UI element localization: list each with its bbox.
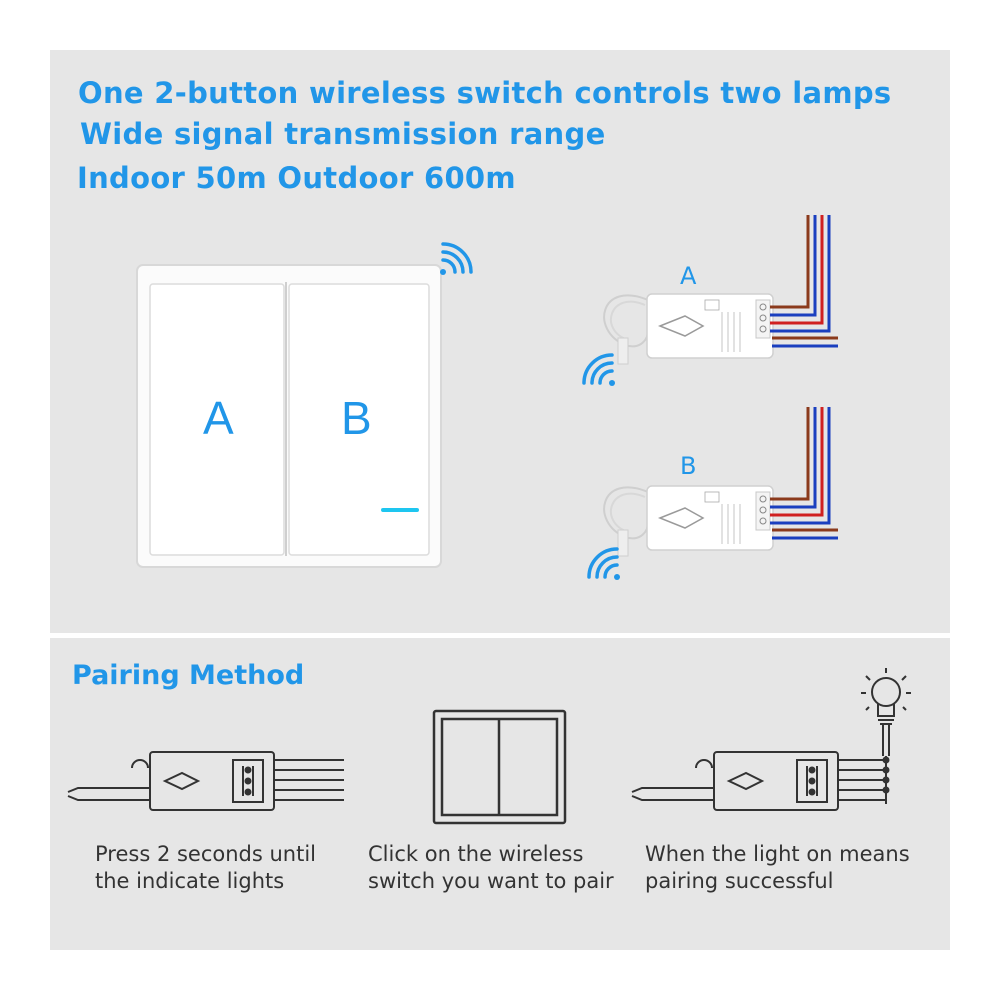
- receiver-b-label: B: [680, 452, 697, 480]
- wall-switch-icon: [432, 709, 567, 825]
- switch-key-b-label: B: [341, 392, 372, 444]
- receiver-module-icon: [631, 724, 890, 811]
- step-2-line-2: switch you want to pair: [368, 869, 614, 893]
- wifi-signal-icon: [440, 242, 473, 275]
- wifi-signal-icon: [587, 547, 620, 580]
- receiver-module-a: [603, 215, 838, 365]
- switch-key-a: [149, 283, 285, 556]
- receiver-a-label: A: [680, 262, 697, 290]
- step-2-caption: Click on the wireless switch you want to…: [368, 841, 614, 895]
- light-bulb-icon: [861, 668, 911, 725]
- step-1-caption: Press 2 seconds until the indicate light…: [95, 841, 316, 895]
- step-1-line-2: the indicate lights: [95, 869, 285, 893]
- pairing-title: Pairing Method: [72, 660, 305, 691]
- step-3-line-2: pairing successful: [645, 869, 834, 893]
- switch-key-a-label: A: [203, 392, 234, 444]
- wifi-signal-icon: [582, 353, 615, 386]
- headline-line-3: Indoor 50m Outdoor 600m: [77, 161, 516, 195]
- wireless-wall-switch: [136, 264, 442, 568]
- headline-line-1: One 2-button wireless switch controls tw…: [78, 76, 892, 110]
- step-3-line-1: When the light on means: [645, 842, 910, 866]
- step-3-caption: When the light on means pairing successf…: [645, 841, 910, 895]
- step-1-line-1: Press 2 seconds until: [95, 842, 317, 866]
- headline-line-2: Wide signal transmission range: [80, 117, 606, 151]
- switch-key-b: [288, 283, 430, 556]
- receiver-module-b: [603, 407, 838, 557]
- receiver-module-icon: [67, 751, 344, 811]
- indicator-light: [381, 508, 419, 512]
- step-2-line-1: Click on the wireless: [368, 842, 584, 866]
